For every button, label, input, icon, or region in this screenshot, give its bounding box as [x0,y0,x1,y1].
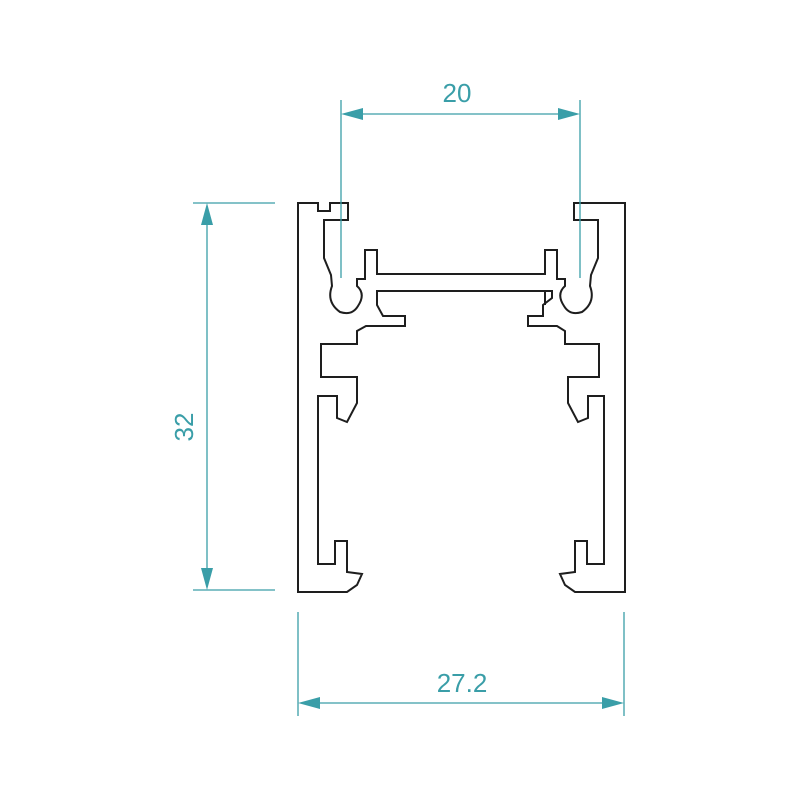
bottom-arrow-left [298,697,320,709]
dimension-height: 32 [169,202,275,591]
dimension-top-width: 20 [340,78,581,278]
dimension-bottom-width: 27.2 [297,612,625,716]
height-arrow-bottom [201,568,213,590]
height-label: 32 [169,413,199,442]
top-width-label: 20 [443,78,472,108]
bottom-arrow-right [602,697,624,709]
height-arrow-top [201,203,213,225]
profile-outline [297,202,626,593]
profile-cross-section [297,202,626,593]
top-arrow-left [341,108,363,120]
profile-inner-rib [376,291,546,305]
bottom-width-label: 27.2 [437,668,488,698]
top-arrow-right [558,108,580,120]
